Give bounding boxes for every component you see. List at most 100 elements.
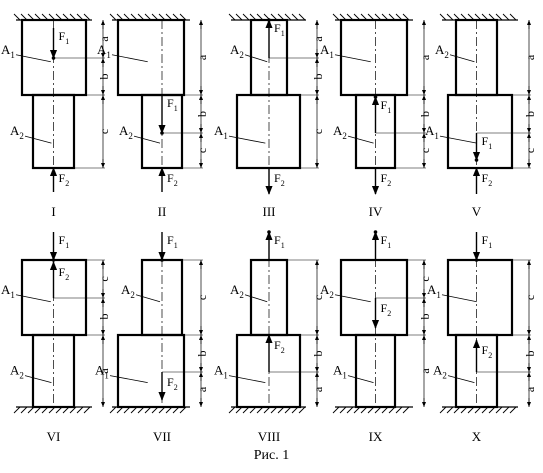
support-hatch bbox=[83, 13, 91, 21]
dimension-label-c: c bbox=[311, 295, 325, 300]
support-hatch bbox=[446, 406, 454, 414]
area-label-upper: A2 bbox=[121, 282, 135, 300]
support-hatch bbox=[339, 406, 347, 414]
scheme-number-iii: III bbox=[263, 204, 276, 219]
area-leader-line bbox=[244, 294, 268, 303]
support-hatch bbox=[76, 406, 84, 414]
force-label-f2: F2 bbox=[167, 375, 178, 392]
scheme-number-iv: IV bbox=[369, 204, 383, 219]
area-label-lower: A1 bbox=[425, 123, 439, 141]
dimension-label-a: a bbox=[311, 386, 325, 392]
support-hatch bbox=[439, 406, 447, 414]
dimension-label-b: b bbox=[97, 314, 111, 320]
dimension-label-b: b bbox=[418, 111, 432, 117]
area-label-lower: A2 bbox=[119, 123, 133, 141]
area-leader-line bbox=[24, 375, 52, 383]
force-label-f2: F2 bbox=[274, 338, 285, 355]
scheme-number-vi: VI bbox=[47, 429, 61, 444]
area-label-lower: A2 bbox=[433, 363, 447, 381]
area-leader-line bbox=[347, 135, 374, 144]
dimension-label-b: b bbox=[523, 111, 537, 117]
force-application-point bbox=[373, 95, 378, 99]
area-leader-line bbox=[334, 54, 371, 63]
area-leader-line bbox=[228, 135, 266, 144]
force-application-point bbox=[160, 131, 164, 135]
force-application-point bbox=[474, 158, 479, 162]
dimension-label-c: c bbox=[97, 129, 111, 134]
support-hatch bbox=[332, 13, 340, 21]
area-label-upper: A2 bbox=[320, 282, 334, 300]
support-hatch bbox=[291, 13, 299, 21]
dimension-label-c: c bbox=[523, 148, 537, 153]
area-leader-line bbox=[447, 375, 475, 383]
support-hatch bbox=[446, 13, 454, 21]
dimension-label-c: c bbox=[195, 295, 209, 300]
force-label-f1: F1 bbox=[59, 233, 70, 250]
scheme-number-viii: VIII bbox=[258, 429, 280, 444]
dimension-label-a: a bbox=[418, 54, 432, 60]
force-label-f1: F1 bbox=[482, 233, 493, 250]
area-label-lower: A2 bbox=[10, 363, 24, 381]
area-leader-line bbox=[228, 375, 266, 383]
support-hatch bbox=[109, 406, 117, 414]
rod-segment-lower bbox=[235, 93, 302, 170]
dimension-label-b: b bbox=[311, 351, 325, 357]
force-label-f1: F1 bbox=[381, 98, 392, 115]
area-label-upper: A2 bbox=[230, 282, 244, 300]
dimension-label-a: a bbox=[311, 36, 325, 42]
force-application-point bbox=[160, 258, 164, 262]
support-hatch bbox=[13, 406, 21, 414]
support-hatch bbox=[502, 406, 510, 414]
dimension-label-b: b bbox=[523, 351, 537, 357]
dimension-label-a: a bbox=[195, 54, 209, 60]
area-label-lower: A1 bbox=[214, 123, 228, 141]
force-application-point bbox=[267, 18, 271, 22]
support-hatch bbox=[284, 13, 292, 21]
area-label-lower: A1 bbox=[95, 363, 109, 381]
area-label-upper: A1 bbox=[427, 282, 441, 300]
rod-segment-lower bbox=[116, 333, 186, 409]
force-label-f1: F1 bbox=[59, 29, 70, 46]
support-hatch bbox=[509, 13, 517, 21]
support-hatch bbox=[502, 13, 510, 21]
scheme-number-ix: IX bbox=[369, 429, 383, 444]
area-leader-line bbox=[439, 135, 477, 144]
area-leader-line bbox=[334, 294, 371, 303]
dimension-label-a: a bbox=[195, 386, 209, 392]
dimension-label-b: b bbox=[97, 74, 111, 80]
force-label-f1: F1 bbox=[381, 233, 392, 250]
scheme-number-v: V bbox=[472, 204, 482, 219]
figure-caption: Рис. 1 bbox=[253, 448, 290, 463]
support-hatch bbox=[109, 13, 117, 21]
area-label-upper: A1 bbox=[1, 282, 15, 300]
support-hatch bbox=[298, 406, 306, 414]
force-application-point bbox=[474, 258, 479, 262]
area-leader-line bbox=[347, 375, 374, 383]
area-leader-line bbox=[15, 294, 51, 303]
scheme-number-ii: II bbox=[158, 204, 167, 219]
dimension-label-c: c bbox=[418, 148, 432, 153]
area-label-lower: A2 bbox=[333, 123, 347, 141]
support-hatch bbox=[332, 406, 340, 414]
force-application-point bbox=[267, 230, 271, 234]
dimension-label-a: a bbox=[97, 368, 111, 374]
force-label-f2: F2 bbox=[482, 171, 493, 188]
support-hatch bbox=[228, 13, 236, 21]
area-leader-line bbox=[109, 375, 148, 383]
support-hatch bbox=[298, 13, 306, 21]
dimension-label-a: a bbox=[418, 368, 432, 374]
support-hatch bbox=[235, 13, 243, 21]
dimension-label-c: c bbox=[97, 276, 111, 281]
force-label-f2: F2 bbox=[59, 265, 70, 282]
support-hatch bbox=[509, 406, 517, 414]
force-application-point bbox=[373, 230, 378, 234]
force-label-f2: F2 bbox=[59, 171, 70, 188]
force-label-f2: F2 bbox=[381, 301, 392, 318]
support-hatch bbox=[395, 406, 403, 414]
